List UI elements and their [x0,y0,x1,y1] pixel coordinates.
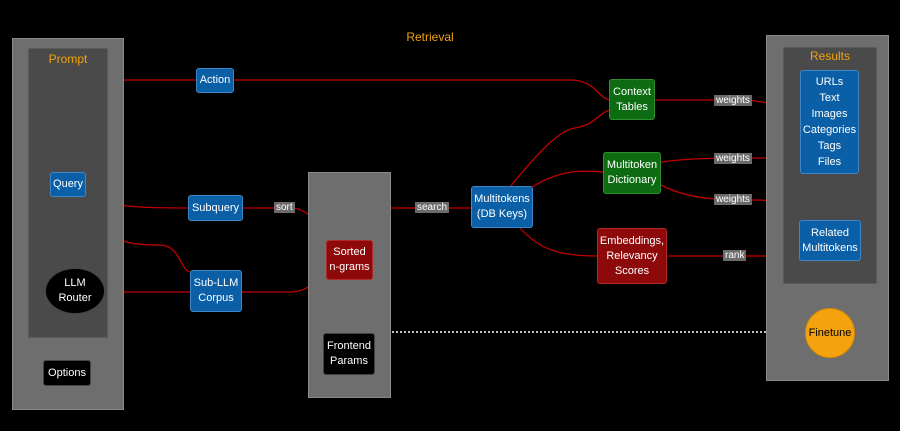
multitokens-node[interactable]: Multitokens (DB Keys) [471,186,533,228]
action-node[interactable]: Action [196,68,234,93]
prompt-panel-title: Prompt [48,52,88,66]
edge-label-weights-1: weights [714,95,752,106]
frontend-params-node[interactable]: Frontend Params [323,333,375,375]
context-tables-node[interactable]: Context Tables [609,79,655,120]
llm-router-node[interactable]: LLM Router [45,268,105,314]
edge-label-sort: sort [274,202,295,213]
embeddings-node[interactable]: Embeddings, Relevancy Scores [597,228,667,284]
edge-label-weights-3: weights [714,194,752,205]
options-button[interactable]: Options [43,360,91,386]
edge-label-rank: rank [723,250,747,261]
query-node[interactable]: Query [50,172,86,197]
sub-llm-corpus-node[interactable]: Sub-LLM Corpus [190,270,242,312]
results-list-node[interactable]: URLs Text Images Categories Tags Files [800,70,859,174]
subquery-node[interactable]: Subquery [188,195,243,221]
multitoken-dictionary-node[interactable]: Multitoken Dictionary [603,152,661,194]
edge-action-context [234,79,611,101]
edge-label-search: search [415,202,450,213]
finetune-node[interactable]: Finetune [805,308,855,358]
results-panel-title: Results [809,49,850,63]
edge-multi-context [509,109,611,188]
edge-label-weights-2: weights [714,153,752,164]
edge-multi-dictionary [531,170,605,188]
diagram-title: Retrieval [406,30,454,44]
edge-multi-embeddings [519,227,599,257]
sorted-ngrams-node[interactable]: Sorted n-grams [326,240,373,280]
related-multitokens-node[interactable]: Related Multitokens [799,220,861,261]
